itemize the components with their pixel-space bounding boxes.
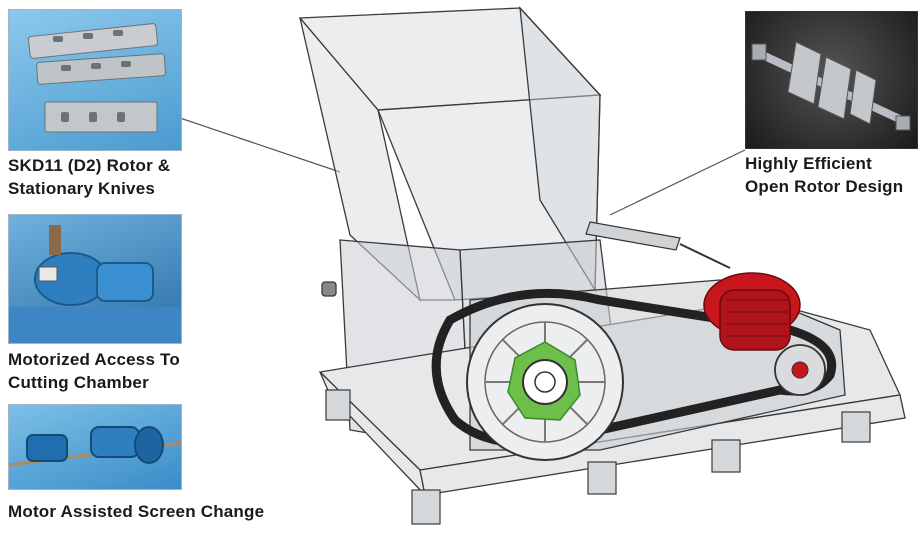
leader-line-rotor [609,149,746,216]
open-rotor-photo [745,11,918,149]
drive-motor [703,272,801,351]
knife-blades-icon [27,23,166,133]
caption-open-rotor-line-1: Highly Efficient [745,154,872,173]
open-rotor-icon [751,41,911,131]
caption-screen-change: Motor Assisted Screen Change [8,500,264,523]
caption-open-rotor: Highly Efficient Open Rotor Design [745,152,903,198]
motorized-access-photo [8,214,182,344]
knives-photo [8,9,182,151]
frame-legs [325,389,871,525]
caption-open-rotor-line-2: Open Rotor Design [745,177,904,196]
hydraulic-cylinder [585,221,731,269]
flywheel-pulley [466,303,624,461]
screen-motor-icon [9,426,181,467]
leader-line-knives [179,117,341,173]
rotor-hub [507,341,581,421]
caption-motorized-access: Motorized Access To Cutting Chamber [8,348,180,394]
motor-pulley [774,344,826,396]
screen-change-photo [8,404,182,490]
caption-knives-line-1: SKD11 (D2) Rotor & [8,156,171,175]
caption-screen-change-line-1: Motor Assisted Screen Change [8,502,265,521]
gear-motor-icon [9,225,181,343]
caption-motorized-access-line-2: Cutting Chamber [8,373,149,392]
caption-knives: SKD11 (D2) Rotor & Stationary Knives [8,154,170,200]
caption-knives-line-2: Stationary Knives [8,179,156,198]
caption-motorized-access-line-1: Motorized Access To [8,350,180,369]
